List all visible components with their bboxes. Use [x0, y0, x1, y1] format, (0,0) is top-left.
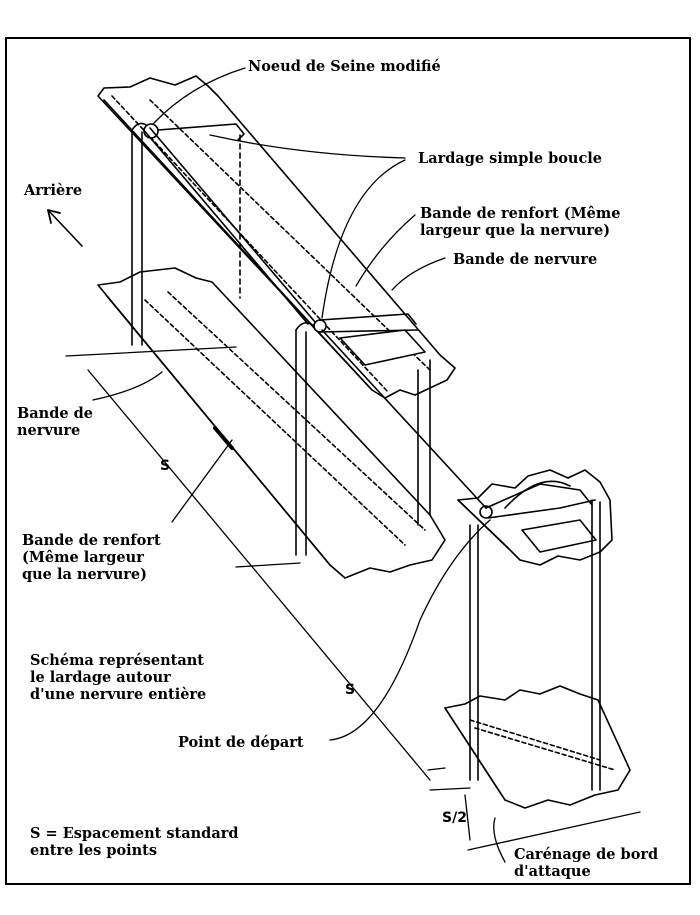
label-reinforcement-strip-top-2: largeur que la nervure): [420, 222, 611, 239]
lacing-cord: [157, 123, 245, 141]
label-schema-2: le lardage autour: [30, 669, 171, 686]
seine-knot-2: [479, 505, 493, 519]
label-rib-strip-left-1: Bande de: [17, 405, 93, 422]
label-schema-3: d'une nervure entière: [30, 686, 207, 703]
diagram-frame: [5, 37, 691, 885]
label-half-spacing: S/2: [442, 810, 467, 826]
label-aft: Arrière: [24, 182, 83, 199]
label-single-loop-lacing: Lardage simple boucle: [418, 150, 603, 167]
label-schema-1: Schéma représentant: [30, 652, 204, 669]
label-leading-edge-fairing-2: d'attaque: [514, 863, 591, 880]
label-reinforcement-strip-left-1: Bande de renfort: [22, 532, 161, 549]
dimension-lines: [65, 346, 641, 851]
aft-arrow: [47, 209, 83, 247]
label-starting-point: Point de départ: [178, 734, 304, 751]
label-modified-seine-knot: Noeud de Seine modifié: [248, 58, 441, 75]
rear-rib-section: [97, 75, 456, 579]
front-reinforcement-plate: [521, 519, 597, 553]
label-legend-2: entre les points: [30, 842, 158, 859]
rear-reinforcement-plate: [339, 329, 426, 366]
label-spacing-s-2: S: [345, 682, 356, 698]
label-reinforcement-strip-left-2: (Même largeur: [22, 549, 144, 566]
label-reinforcement-strip-left-3: que la nervure): [22, 566, 148, 583]
leader-lines: [92, 67, 506, 863]
rear-rib-bottom-cap: [97, 267, 446, 579]
label-spacing-s-1: S: [160, 458, 171, 474]
label-leading-edge-fairing-1: Carénage de bord: [514, 846, 659, 863]
front-rib-section: [321, 329, 631, 809]
label-rib-strip-top: Bande de nervure: [453, 251, 598, 268]
label-legend-1: S = Espacement standard: [30, 825, 239, 842]
label-rib-strip-left-2: nervure: [17, 422, 81, 439]
label-reinforcement-strip-top-1: Bande de renfort (Même: [420, 205, 621, 222]
